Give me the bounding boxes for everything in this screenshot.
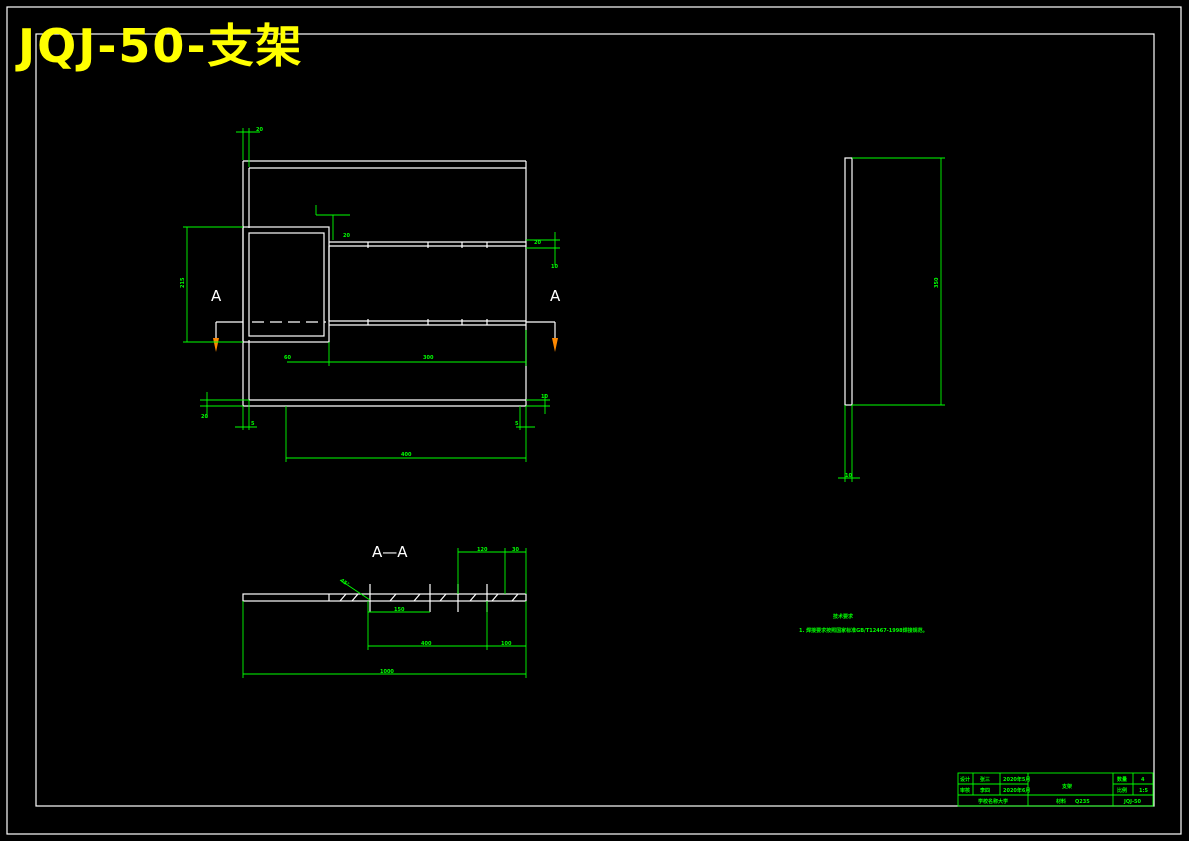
section-mark-left: A [211,287,222,305]
dim-bottom-right-2: 5 [515,421,519,427]
dim-sec-total: 1000 [380,669,394,675]
inner-border [35,33,1155,807]
dim-bottom-left-1: 20 [201,414,208,420]
tb-r2c5: 比例 [1117,787,1127,794]
dim-bottom-width: 400 [401,452,412,458]
notes-line-1: 1. 焊接要求按照国家标准GB/T12467-1998焊接规范。 [799,627,928,634]
dim-side-width: 10 [845,473,852,479]
tb-drawing-no: JQJ-50 [1123,799,1142,805]
dim-bottom-right-1: 10 [541,394,548,400]
dim-sec-low-2: 100 [501,641,512,647]
dim-center-small: 20 [343,233,350,239]
tb-r2c1: 审核 [960,787,970,794]
dim-sec-top-2: 30 [512,547,519,553]
dim-inner-left: 60 [284,355,291,361]
tb-r1c5: 数量 [1117,776,1127,783]
notes-heading: 技术要求 [833,613,854,620]
dim-right-small-2: 10 [551,264,558,270]
tb-r2c6: 1:5 [1139,788,1148,794]
side-view: 350 10 [838,157,945,482]
dim-side-height: 350 [934,277,940,288]
dim-left-height: 215 [180,277,186,288]
section-mark-right: A [550,287,561,305]
tb-mat-value: Q235 [1075,799,1090,805]
dim-sec-low-1: 400 [421,641,432,647]
dim-top-small: 20 [256,127,263,133]
section-view: A—A 120 30 45° 150 400 100 1000 [242,543,527,678]
tb-material: 材料 [1056,798,1066,805]
section-title: A—A [372,543,408,561]
tb-r1c6: 4 [1141,777,1145,783]
dim-sec-mid: 150 [394,607,405,613]
dim-right-small-1: 20 [534,240,541,246]
outer-border [6,6,1182,835]
dim-sec-top-1: 120 [477,547,488,553]
dim-inner-span: 300 [423,355,434,361]
dim-sec-angle: 45° [339,578,351,589]
tb-r2c2: 李四 [979,787,990,794]
tb-r1c3: 2020年5月 [1003,776,1030,783]
dim-bottom-left-2: 5 [251,421,255,427]
tb-r1c1: 设计 [960,776,970,783]
tb-part-name: 支架 [1061,783,1072,790]
front-view: A A 20 215 20 20 10 60 300 20 [180,127,561,462]
tb-r2c3: 2020年6月 [1003,787,1030,794]
tb-school: 学校名称大学 [978,798,1008,805]
tb-r1c2: 张三 [980,776,990,783]
title-block [957,772,1154,807]
drawing-title: JQJ-50-支架 [15,19,304,73]
